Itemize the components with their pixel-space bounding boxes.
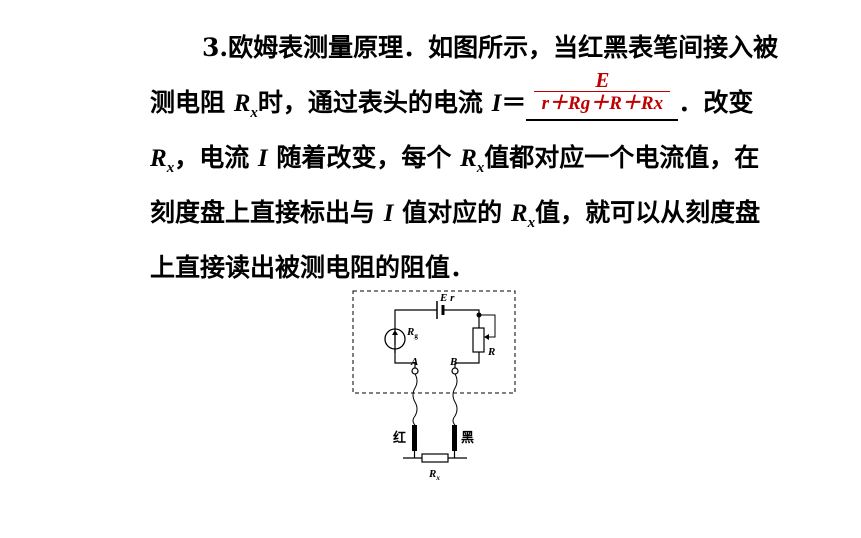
- slider-wire: [479, 314, 496, 338]
- line4-text-a: 刻度盘上直接标出与: [150, 198, 384, 227]
- line2-mid-text: 时，通过表头的电流: [257, 88, 492, 117]
- wire-to-terminal-B: [454, 352, 480, 368]
- paragraph-line-1: 3.欧姆表测量原理．如图所示，当红黑表笔间接入被: [150, 20, 810, 75]
- black-probe-lead: [452, 373, 458, 426]
- principle-paragraph: 3.欧姆表测量原理．如图所示，当红黑表笔间接入被 测电阻 Rx时，通过表头的电流…: [150, 20, 810, 295]
- terminal-A: [411, 367, 419, 375]
- current-symbol: I: [491, 90, 502, 117]
- ohmmeter-circuit-figure: E r Rg A B R 红 黑 Rx: [345, 285, 525, 485]
- slider-arrow: [484, 334, 489, 340]
- galvanometer-arrow-head: [392, 330, 398, 335]
- rx-symbol: Rx: [460, 145, 485, 176]
- rx-symbol: Rx: [233, 90, 258, 121]
- line4-text-c: 值，就可以从刻度盘: [535, 198, 761, 227]
- current-symbol: I: [257, 145, 268, 172]
- variable-resistor-label: R: [487, 346, 495, 358]
- paragraph-line-3: Rx，电流 I 随着改变，每个 Rx值都对应一个电流值，在: [150, 130, 810, 185]
- line2-pre-text: 测电阻: [150, 88, 234, 117]
- rx-label: Rx: [428, 468, 440, 482]
- paragraph-line-4: 刻度盘上直接标出与 I 值对应的 Rx值，就可以从刻度盘: [150, 185, 810, 240]
- circuit-diagram: E r Rg A B R 红 黑 Rx: [352, 290, 516, 482]
- line1-text: 3.欧姆表测量原理．如图所示，当红黑表笔间接入被: [202, 33, 779, 62]
- terminal-A-label: A: [410, 356, 418, 368]
- rx-symbol: Rx: [150, 145, 175, 176]
- line3-text-c: 值都对应一个电流值，在: [484, 143, 760, 172]
- variable-resistor-body: [472, 327, 485, 353]
- terminal-B: [451, 367, 459, 375]
- black-probe: [452, 425, 457, 451]
- equals-sign: ＝: [501, 88, 527, 117]
- rx-resistor: [421, 453, 449, 463]
- meter-housing-dashed-box: [352, 290, 516, 394]
- line3-text-b: 随着改变，每个: [267, 143, 461, 172]
- fraction-bar: [534, 90, 671, 92]
- blank-underline: [526, 118, 679, 121]
- black-probe-label: 黑: [461, 431, 474, 446]
- formula-numerator: E: [595, 67, 610, 92]
- red-probe: [412, 425, 417, 451]
- current-symbol: I: [383, 200, 394, 227]
- line4-text-b: 值对应的: [393, 198, 511, 227]
- formula-denominator: r＋Rg＋R＋Rx: [541, 92, 664, 114]
- rx-symbol: Rx: [510, 200, 536, 231]
- red-probe-label: 红: [393, 430, 406, 446]
- wire-to-terminal-A: [394, 349, 416, 368]
- terminal-B-label: B: [449, 356, 457, 368]
- battery-label: E r: [439, 292, 455, 304]
- line3-text-a: ，电流: [174, 143, 258, 172]
- wire-right-top: [443, 309, 480, 315]
- line2-post-text: ．改变: [678, 88, 754, 117]
- line5-text: 上直接读出被测电阻的阻值．: [150, 253, 476, 282]
- paragraph-line-5: 上直接读出被测电阻的阻值．: [150, 240, 810, 295]
- red-probe-lead: [412, 373, 418, 426]
- galvanometer-label: Rg: [406, 326, 418, 340]
